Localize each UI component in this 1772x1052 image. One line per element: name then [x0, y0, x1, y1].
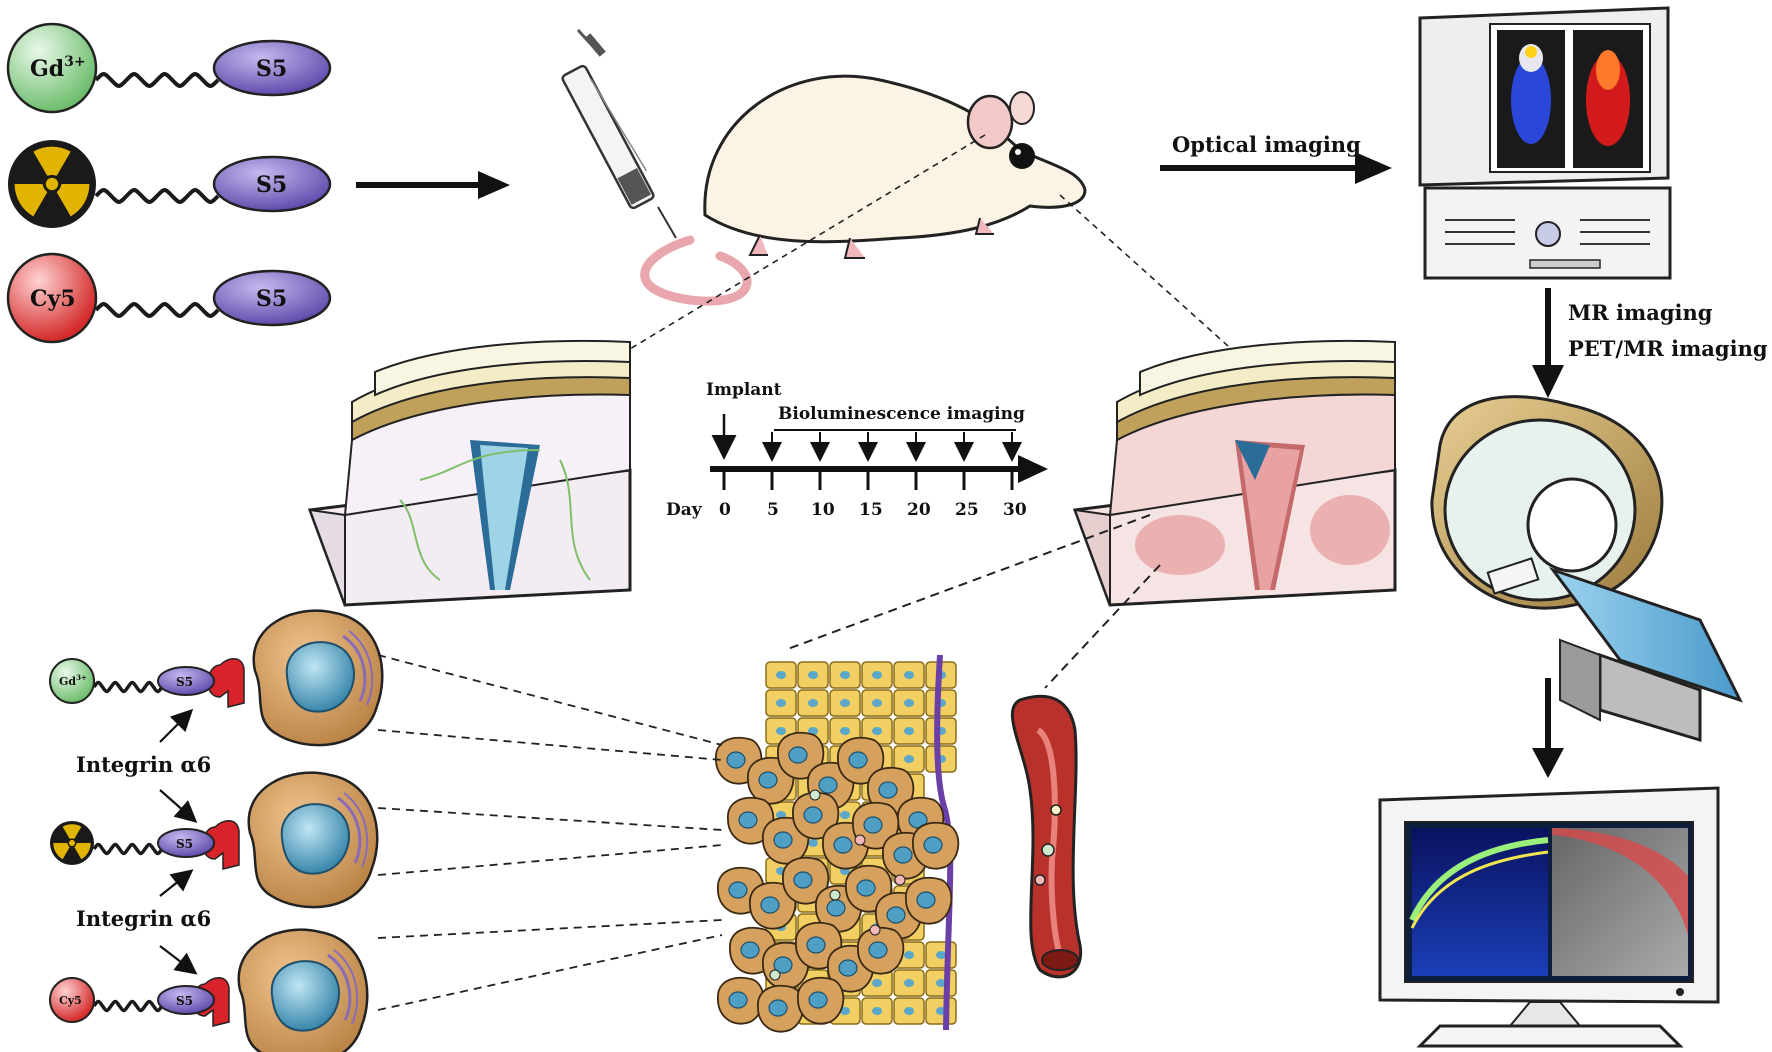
integrin-label-1: Integrin α6	[76, 752, 211, 777]
integrin-label-2: Integrin α6	[76, 906, 211, 931]
tumor-tissue-icon	[715, 654, 960, 1033]
peptide-label: S5	[176, 994, 193, 1008]
day-tick-label: 10	[811, 500, 835, 520]
day-tick-label: 5	[767, 500, 779, 520]
optical-imaging-label: Optical imaging	[1172, 132, 1361, 157]
syringe-icon	[561, 28, 677, 239]
peptide-label: S5	[256, 56, 287, 82]
probe-label: Cy5	[59, 994, 82, 1007]
nucleus-icon	[285, 641, 355, 713]
probe-label: Cy5	[30, 286, 76, 312]
peptide-s5	[157, 985, 215, 1015]
mr-arrow	[1532, 288, 1564, 398]
peptide-label: S5	[256, 172, 287, 198]
gd-ball	[6, 22, 98, 114]
mr-imaging-label: MR imaging	[1568, 300, 1713, 325]
display-arrow	[1532, 678, 1564, 778]
gd-ball	[49, 658, 95, 704]
radioisotope-icon	[50, 821, 94, 865]
cy5-ball	[6, 252, 98, 344]
pet-mr-imaging-label: PET/MR imaging	[1568, 336, 1768, 361]
peptide-s5	[157, 828, 215, 858]
peptide-s5	[212, 155, 332, 213]
day-tick-label: 0	[719, 500, 731, 520]
peptide-s5	[212, 269, 332, 327]
timeline	[710, 414, 1048, 483]
tissue-zoom-lines	[784, 514, 1161, 689]
timeline-ticks: 0 5 10 15 20 25 30	[719, 432, 1027, 520]
nucleus-icon	[280, 803, 350, 875]
radioisotope-icon	[8, 140, 96, 228]
integrin-arrows	[159, 708, 198, 975]
optical-imaging-arrow	[1160, 152, 1392, 184]
day-tick-label: 20	[907, 500, 931, 520]
day-tick-label: 15	[859, 500, 883, 520]
peptide-label: S5	[176, 837, 193, 851]
peptide-s5	[157, 666, 215, 696]
computer-monitor-icon	[1418, 6, 1672, 280]
cell-zoom-lines	[377, 654, 723, 1011]
display-monitor-icon	[1378, 786, 1720, 1048]
cy5-ball	[49, 977, 95, 1023]
bioluminescence-label: Bioluminescence imaging	[778, 404, 1025, 424]
zoom-lines	[619, 134, 1239, 356]
mri-scanner-icon	[1430, 395, 1743, 743]
implant-label: Implant	[706, 380, 782, 400]
day-label: Day	[666, 500, 703, 520]
arrow-to-mouse-icon	[356, 171, 510, 199]
brain-section-tumor-icon	[1072, 339, 1397, 607]
mouse-icon	[640, 74, 1087, 306]
nucleus-icon	[270, 960, 340, 1032]
brain-section-healthy-icon	[307, 339, 632, 607]
peptide-label: S5	[176, 675, 193, 689]
peptide-s5	[212, 39, 332, 97]
day-tick-label: 25	[955, 500, 979, 520]
blood-vessel-icon	[1010, 694, 1083, 979]
peptide-label: S5	[256, 286, 287, 312]
day-tick-label: 30	[1003, 500, 1027, 520]
